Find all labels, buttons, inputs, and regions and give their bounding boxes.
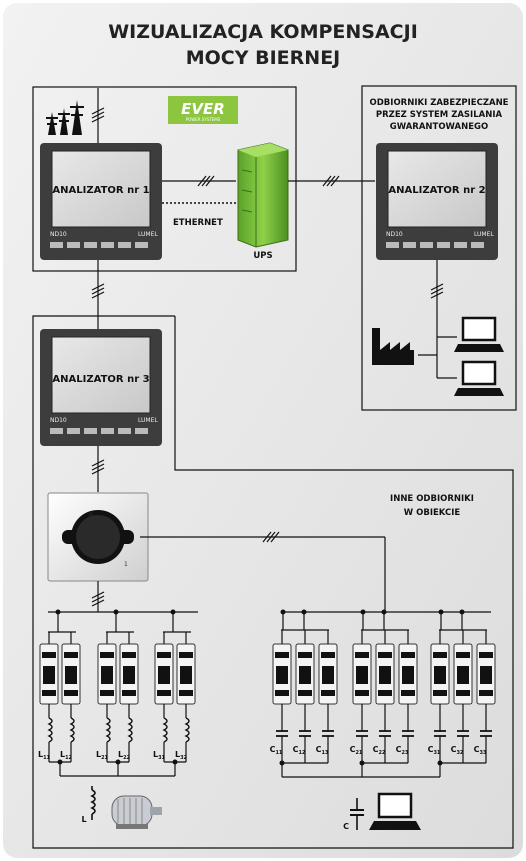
inductor-label: L12 bbox=[60, 750, 73, 761]
legend-capacitive: C bbox=[343, 822, 349, 831]
link-hatch-3 bbox=[262, 531, 280, 543]
link-hatch-2 bbox=[322, 175, 340, 187]
inductor-label: L22 bbox=[118, 750, 131, 761]
contactor-icon bbox=[119, 643, 139, 705]
contactor-icon bbox=[154, 643, 174, 705]
inductor-label: L11 bbox=[38, 750, 51, 761]
inductor-coil bbox=[69, 717, 75, 743]
analyzer-1-label: ANALIZATOR nr 1 bbox=[52, 185, 149, 196]
contactor-icon bbox=[97, 643, 117, 705]
switch-pos-0: 0 bbox=[89, 512, 93, 519]
motor-icon bbox=[111, 795, 162, 829]
analyzer-2-brand: LUMEL bbox=[474, 231, 494, 238]
computer-icon bbox=[454, 316, 504, 396]
switch-pos-1: 1 bbox=[124, 561, 128, 568]
other-loads-line-1: INNE ODBIORNIKI bbox=[390, 494, 474, 504]
feed-hatch-4 bbox=[91, 591, 105, 607]
brand-tagline: POWER SYSTEMS bbox=[186, 117, 221, 122]
inductor-label: L21 bbox=[96, 750, 109, 761]
capacitor-label: C11 bbox=[270, 745, 283, 756]
inductor-coil bbox=[162, 717, 168, 743]
capacitor-group-3: C31 C32 C33 bbox=[428, 609, 496, 766]
feed-hatch-3 bbox=[91, 459, 105, 475]
feed-hatch-1 bbox=[91, 283, 105, 299]
legend-inductive: L bbox=[81, 815, 86, 824]
inductor-label: L31 bbox=[153, 750, 166, 761]
contactor-icon bbox=[375, 643, 395, 705]
analyzer-2-label: ANALIZATOR nr 2 bbox=[388, 185, 485, 196]
analyzer-1-buttons bbox=[50, 242, 148, 248]
title-line-1: WIZUALIZACJA KOMPENSACJI bbox=[108, 21, 418, 43]
capacitor-group-2: C21 C22 C23 bbox=[350, 609, 418, 766]
inductor-group-3: L31 L32 bbox=[153, 609, 196, 765]
inductor-coil bbox=[184, 717, 190, 743]
contactor-icon bbox=[453, 643, 473, 705]
analyzer-1-brand: LUMEL bbox=[138, 231, 158, 238]
analyzer-2-model: ND10 bbox=[386, 231, 403, 238]
analyzer-1-model: ND10 bbox=[50, 231, 67, 238]
feed-hatch-2 bbox=[430, 283, 444, 299]
capacitor-label: C22 bbox=[373, 745, 386, 756]
guaranteed-line-3: GWARANTOWANEGO bbox=[390, 122, 489, 132]
inductor-coil bbox=[105, 717, 111, 743]
inductor-label: L32 bbox=[175, 750, 188, 761]
other-loads-line-2: W OBIEKCIE bbox=[404, 508, 461, 518]
brand-name: EVER bbox=[181, 100, 225, 118]
capacitor-label: C21 bbox=[350, 745, 363, 756]
analyzer-3[interactable]: ANALIZATOR nr 3 ND10 LUMEL bbox=[40, 329, 162, 446]
ups-icon bbox=[237, 142, 289, 248]
facility-frame bbox=[32, 315, 514, 849]
contactor-icon bbox=[61, 643, 81, 705]
capacitor-groups: C11 C12 C13 C21 C22 C23 C31 C32 C33 bbox=[270, 609, 496, 778]
analyzer-1[interactable]: ANALIZATOR nr 1 ND10 LUMEL bbox=[40, 143, 162, 260]
computer-legend-icon bbox=[369, 792, 421, 830]
capacitor-label: C31 bbox=[428, 745, 441, 756]
contactor-icon bbox=[430, 643, 450, 705]
guaranteed-supply-frame bbox=[361, 85, 517, 411]
inductor-group-1: L11 L12 bbox=[38, 609, 81, 765]
inductor-coil bbox=[47, 717, 53, 743]
analyzer-2[interactable]: ANALIZATOR nr 2 ND10 LUMEL bbox=[376, 143, 498, 260]
capacitor-label: C23 bbox=[396, 745, 409, 756]
brand-logo: EVER POWER SYSTEMS bbox=[168, 96, 238, 124]
link-hatch bbox=[197, 175, 215, 187]
contactor-icon bbox=[176, 643, 196, 705]
guaranteed-line-2: PRZEZ SYSTEM ZASILANIA bbox=[376, 110, 503, 120]
guaranteed-line-1: ODBIORNIKI ZABEZPIECZANE bbox=[370, 98, 509, 108]
rotary-switch-icon[interactable]: 0 1 bbox=[47, 492, 149, 582]
contactor-icon bbox=[318, 643, 338, 705]
capacitor-label: C32 bbox=[451, 745, 464, 756]
factory-icon bbox=[372, 328, 414, 365]
main-supply-frame bbox=[32, 86, 297, 272]
contactor-icon bbox=[295, 643, 315, 705]
analyzer-3-label: ANALIZATOR nr 3 bbox=[52, 374, 149, 385]
bus-hatch bbox=[91, 107, 105, 123]
analyzer-3-model: ND10 bbox=[50, 417, 67, 424]
inductor-group-2: L21 L22 bbox=[96, 609, 139, 765]
capacitor-label: C12 bbox=[293, 745, 306, 756]
title-line-2: MOCY BIERNEJ bbox=[186, 47, 341, 69]
contactor-icon bbox=[272, 643, 292, 705]
analyzer-2-buttons bbox=[386, 242, 484, 248]
contactor-icon bbox=[39, 643, 59, 705]
capacitor-label: C13 bbox=[316, 745, 329, 756]
analyzer-3-buttons bbox=[50, 428, 148, 434]
inductor-groups: L11 L12 L21 L22 L31 L32 bbox=[38, 609, 196, 777]
capacitor-label: C33 bbox=[474, 745, 487, 756]
contactor-icon bbox=[476, 643, 496, 705]
inductor-symbol bbox=[90, 786, 96, 820]
capacitor-symbol bbox=[350, 798, 364, 830]
ups-label: UPS bbox=[253, 251, 272, 261]
ethernet-label: ETHERNET bbox=[173, 218, 223, 228]
capacitor-group-1: C11 C12 C13 bbox=[270, 609, 338, 766]
contactor-icon bbox=[352, 643, 372, 705]
inductor-coil bbox=[127, 717, 133, 743]
power-tower-icon bbox=[46, 100, 84, 135]
contactor-icon bbox=[398, 643, 418, 705]
analyzer-3-brand: LUMEL bbox=[138, 417, 158, 424]
